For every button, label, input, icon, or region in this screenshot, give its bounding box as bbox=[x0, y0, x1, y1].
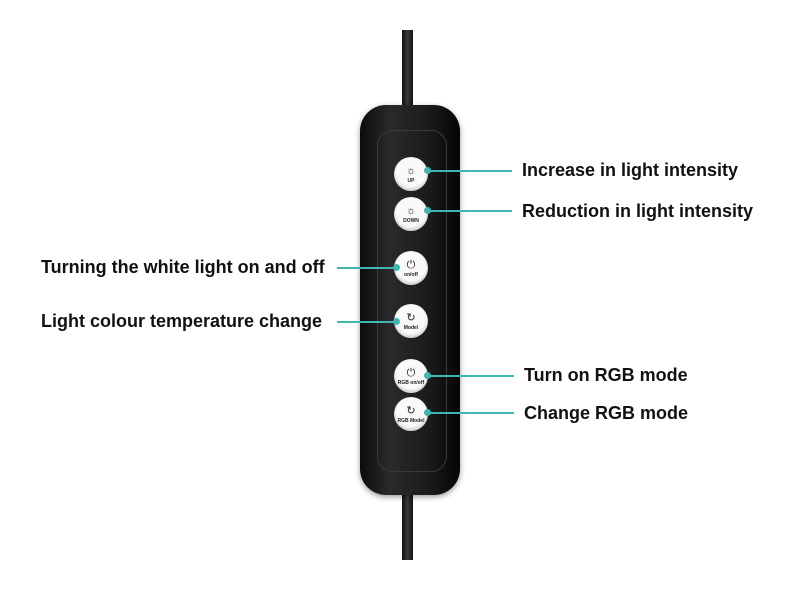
callout-line bbox=[428, 375, 514, 377]
label-rgb-mode: Change RGB mode bbox=[524, 403, 689, 423]
callout-dot bbox=[393, 264, 400, 271]
label-colour-temperature: Light colour temperature change bbox=[41, 311, 323, 331]
callout-dot bbox=[424, 409, 431, 416]
button-panel bbox=[377, 130, 447, 472]
label-white-light-toggle: Turning the white light on and off bbox=[41, 257, 325, 277]
cable-top bbox=[402, 30, 413, 110]
callout-line bbox=[428, 210, 512, 212]
callout-line bbox=[337, 321, 397, 323]
callout-line bbox=[337, 267, 397, 269]
power-icon: ⏻ bbox=[406, 258, 416, 271]
power-icon: ⏻ bbox=[406, 366, 416, 379]
down-button[interactable]: ☼DOWN bbox=[394, 197, 428, 231]
cable-bottom bbox=[402, 490, 413, 560]
up-button[interactable]: ☼UP bbox=[394, 157, 428, 191]
rgb-power-button[interactable]: ⏻RGB on/off bbox=[394, 359, 428, 393]
cycle-icon: ↻ bbox=[406, 404, 416, 417]
callout-dot bbox=[424, 207, 431, 214]
label-reduce-intensity: Reduction in light intensity bbox=[522, 201, 753, 221]
sun-icon: ☼ bbox=[405, 204, 417, 217]
callout-dot bbox=[393, 318, 400, 325]
rgb-model-button[interactable]: ↻RGB Model bbox=[394, 397, 428, 431]
cycle-icon: ↻ bbox=[406, 311, 416, 324]
sun-icon: ☼ bbox=[405, 164, 417, 177]
callout-dot bbox=[424, 372, 431, 379]
label-increase-intensity: Increase in light intensity bbox=[522, 160, 739, 180]
callout-line bbox=[428, 170, 512, 172]
callout-line bbox=[428, 412, 514, 414]
label-rgb-on: Turn on RGB mode bbox=[524, 365, 688, 385]
callout-dot bbox=[424, 167, 431, 174]
